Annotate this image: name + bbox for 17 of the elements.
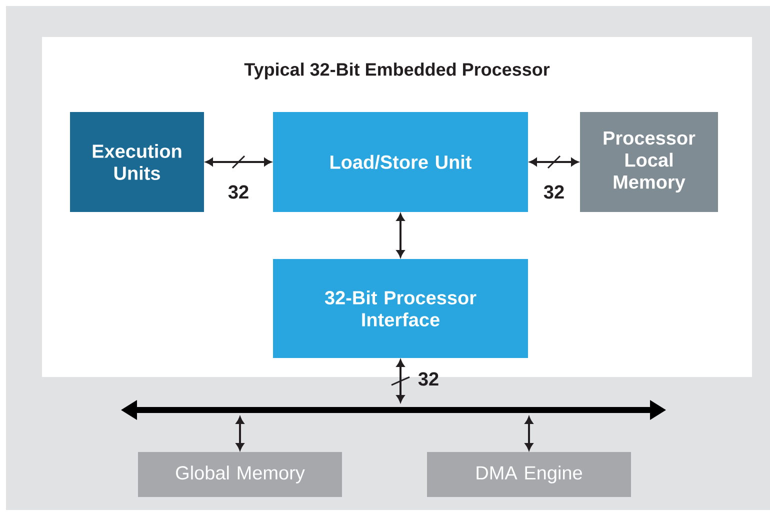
memory-box: Global Memory [138,452,342,497]
interface-box: 32-Bit Processor Interface [273,259,528,358]
arrow [530,155,578,169]
unit-box: Execution Units [70,112,204,212]
panel-title: Typical 32-Bit Embedded Processor [244,62,550,80]
arrow [525,416,533,450]
arrow [236,416,244,450]
arrow [206,155,272,169]
memory-box: Processor Local Memory [580,112,718,212]
edge-label: 32 [544,185,564,199]
edge-label: 32 [228,185,248,199]
bus-bar [121,400,666,420]
engine-box: DMA Engine [427,452,631,497]
edge-label: 32 [418,372,438,386]
arrow [396,214,404,258]
unit-box: Load/Store Unit [273,112,528,212]
arrow [391,360,410,402]
